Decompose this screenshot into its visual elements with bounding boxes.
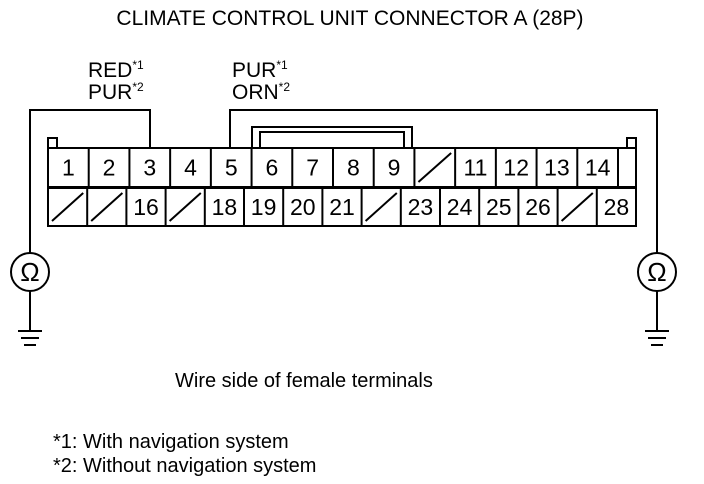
- footnote-1: *1: With navigation system: [53, 431, 289, 453]
- empty-cavity-slash: [90, 192, 124, 222]
- connector-bottom-row: 16 18 19 20 21 23 24 25 26 28: [51, 188, 630, 226]
- footnote-marker: *1: [132, 58, 144, 72]
- wire-color-label: RED: [88, 59, 132, 82]
- wire-color-label: ORN: [232, 81, 279, 104]
- footnote-marker: *2: [132, 80, 144, 94]
- right-wire-label: PUR*1 ORN*2: [232, 58, 290, 104]
- wire-color-label: PUR: [232, 59, 276, 82]
- footnote-marker: *1: [276, 58, 288, 72]
- diagram-title: CLIMATE CONTROL UNIT CONNECTOR A (28P): [116, 7, 583, 30]
- connector-housing: [47, 126, 637, 227]
- pin-number: 9: [388, 155, 401, 181]
- pin-number: 5: [225, 155, 238, 181]
- pin-number: 3: [143, 155, 156, 181]
- pin-number: 20: [290, 194, 316, 220]
- svg-text:PUR*2: PUR*2: [88, 80, 144, 104]
- wire-color-label: PUR: [88, 81, 132, 104]
- pin-number: 2: [103, 155, 116, 181]
- ohm-icon: Ω: [647, 257, 666, 287]
- pin-number: 23: [408, 194, 434, 220]
- caption: Wire side of female terminals: [175, 370, 433, 392]
- pin-number: 18: [212, 194, 238, 220]
- pin-number: 12: [503, 155, 529, 181]
- pin-number: 8: [347, 155, 360, 181]
- pin-number: 28: [604, 194, 630, 220]
- empty-cavity-slash: [417, 152, 452, 183]
- left-wire-label: RED*1 PUR*2: [88, 58, 144, 104]
- pin-number: 26: [525, 194, 551, 220]
- pin-number: 16: [133, 194, 159, 220]
- left-probe-wire: [29, 109, 151, 253]
- empty-cavity-slash: [364, 192, 398, 222]
- pin-number: 25: [486, 194, 512, 220]
- empty-cavity-slash: [560, 192, 594, 222]
- footnote-2: *2: Without navigation system: [53, 455, 316, 477]
- left-ohmmeter: Ω: [10, 252, 50, 346]
- empty-cavity-slash: [51, 192, 84, 222]
- right-probe-wire: [229, 109, 658, 253]
- pin-number: 4: [184, 155, 197, 181]
- svg-text:ORN*2: ORN*2: [232, 80, 290, 104]
- svg-text:RED*1: RED*1: [88, 58, 144, 82]
- empty-cavity-slash: [168, 192, 202, 222]
- pin-number: 1: [62, 155, 75, 181]
- pin-number: 14: [585, 155, 611, 181]
- pin-number: 21: [329, 194, 355, 220]
- ohm-icon: Ω: [20, 257, 39, 287]
- pin-number: 24: [447, 194, 473, 220]
- right-ohmmeter: Ω: [637, 252, 677, 346]
- svg-text:PUR*1: PUR*1: [232, 58, 288, 82]
- pin-number: 11: [464, 155, 488, 181]
- pin-number: 19: [251, 194, 277, 220]
- pin-number: 7: [306, 155, 319, 181]
- pin-number: 6: [266, 155, 279, 181]
- pin-number: 13: [544, 155, 570, 181]
- footnote-marker: *2: [279, 80, 291, 94]
